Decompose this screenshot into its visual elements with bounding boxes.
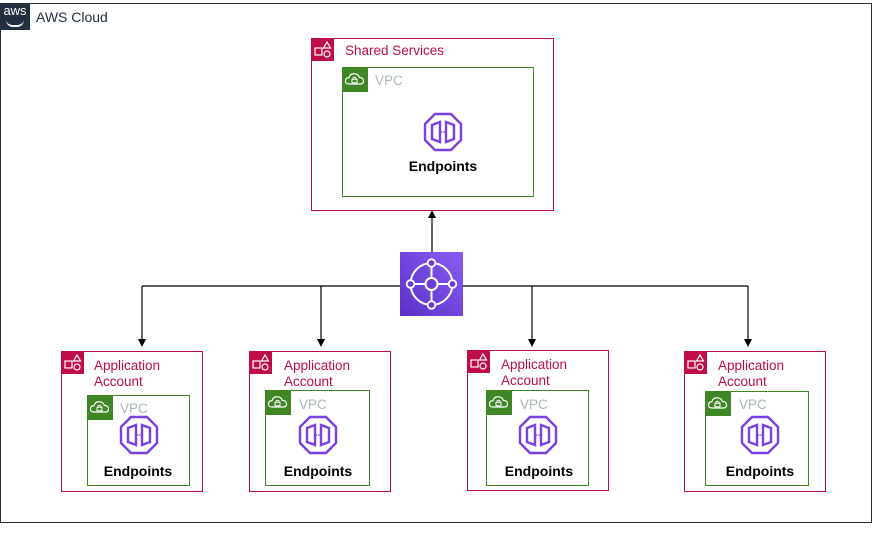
vpc-endpoint-icon (518, 415, 558, 455)
account-icon (250, 352, 272, 374)
application-label-line2: Account (501, 373, 550, 388)
vpc-label: VPC (739, 397, 767, 412)
application-label-line1: Application (718, 358, 785, 373)
endpoints-label: Endpoints (283, 463, 353, 479)
vpc-endpoint-icon (119, 415, 159, 455)
account-icon (685, 352, 707, 374)
application-vpc (265, 390, 370, 486)
vpc-endpoint-icon (298, 415, 338, 455)
application-account (249, 351, 391, 492)
application-label-line2: Account (94, 374, 143, 389)
endpoints-label: Endpoints (408, 158, 478, 174)
application-account-label: Application Account (94, 358, 160, 390)
application-label-line2: Account (284, 374, 333, 389)
vpc-label: VPC (520, 397, 548, 412)
vpc-label: VPC (120, 401, 148, 416)
application-label-line2: Account (718, 374, 767, 389)
account-icon (468, 351, 490, 373)
shared-vpc (342, 67, 534, 197)
application-account (467, 350, 609, 491)
shared-services-label: Shared Services (345, 43, 445, 58)
vpc-cloud-lock-icon (705, 391, 731, 416)
aws-cloud-group (0, 3, 872, 523)
aws-logo-icon: aws (0, 3, 30, 30)
application-account-label: Application Account (718, 358, 784, 390)
endpoints-label: Endpoints (103, 463, 173, 479)
account-icon (62, 352, 84, 374)
vpc-cloud-lock-icon (87, 395, 113, 420)
application-account-label: Application Account (501, 357, 567, 389)
application-vpc (705, 391, 809, 486)
endpoints-label: Endpoints (504, 463, 574, 479)
vpc-cloud-lock-icon (265, 390, 291, 415)
aws-cloud-label: AWS Cloud (36, 9, 108, 25)
vpc-label: VPC (299, 397, 327, 412)
vpc-cloud-lock-icon (342, 67, 368, 92)
application-account (684, 351, 826, 492)
application-account (61, 351, 203, 492)
application-vpc (486, 390, 589, 486)
account-icon (312, 39, 334, 61)
vpc-endpoint-icon (423, 112, 463, 152)
vpc-endpoint-icon (740, 415, 780, 455)
application-vpc (87, 395, 190, 486)
application-label-line1: Application (501, 357, 568, 372)
application-account-label: Application Account (284, 358, 350, 390)
shared-services-account (311, 38, 554, 211)
vpc-label: VPC (375, 73, 403, 88)
aws-logo-text: aws (3, 3, 27, 18)
endpoints-label: Endpoints (725, 463, 795, 479)
vpc-cloud-lock-icon (486, 390, 512, 415)
application-label-line1: Application (284, 358, 351, 373)
application-label-line1: Application (94, 358, 161, 373)
transit-gateway-icon (400, 252, 463, 316)
